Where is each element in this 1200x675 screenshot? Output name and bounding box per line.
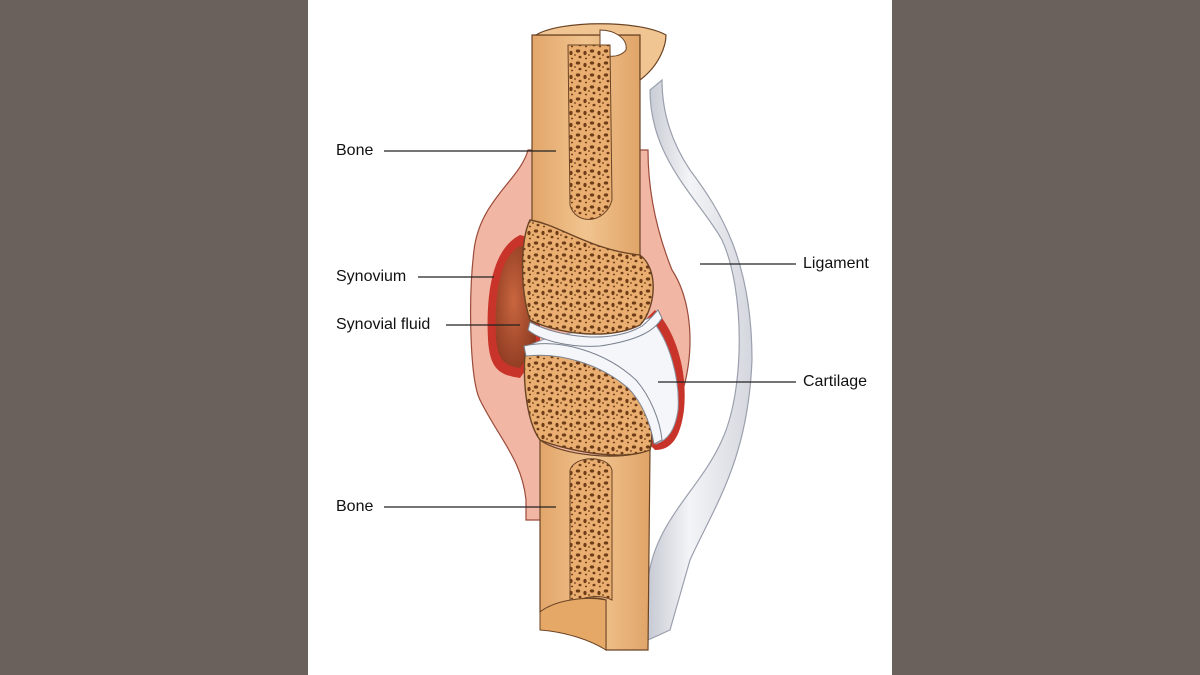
label-ligament: Ligament xyxy=(803,255,869,272)
label-bone-top: Bone xyxy=(336,142,374,159)
label-bone-bottom: Bone xyxy=(336,498,374,515)
label-synovium: Synovium xyxy=(336,268,407,285)
upper-marrow-canal xyxy=(567,44,613,220)
lower-cartilage xyxy=(523,343,663,445)
label-cartilage: Cartilage xyxy=(803,373,868,390)
lower-marrow-canal xyxy=(569,458,613,605)
upper-epiphysis xyxy=(521,219,654,335)
upper-cartilage xyxy=(527,309,663,347)
label-synovial-fluid: Synovial fluid xyxy=(336,316,431,333)
lower-bone-bottom xyxy=(539,598,607,651)
